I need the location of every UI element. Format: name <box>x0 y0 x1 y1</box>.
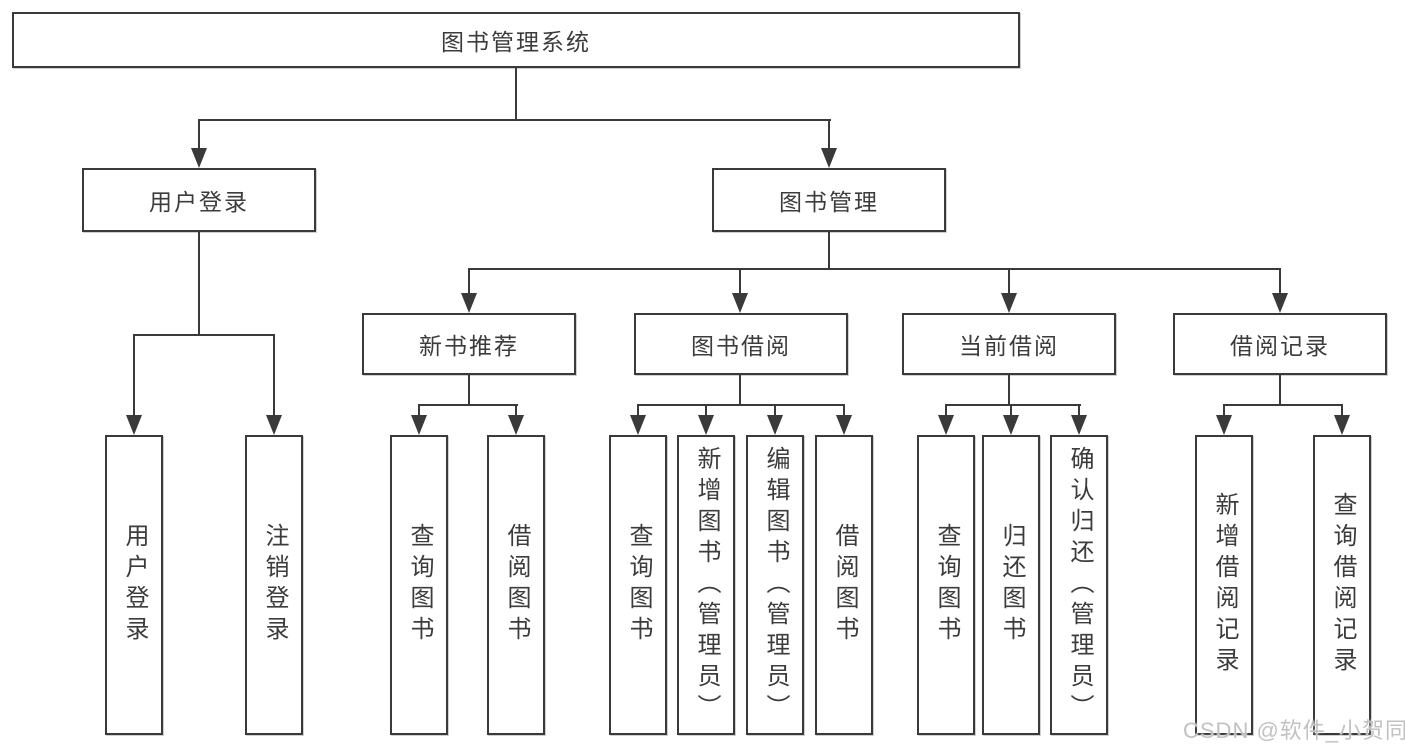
arrowhead-icon <box>732 293 748 313</box>
connector-line <box>198 232 200 336</box>
leaf-logout: 注销登录 <box>245 435 303 735</box>
leaf-borrow-books-borrowing: 借阅图书 <box>815 435 873 735</box>
leaf-borrow-books-recommend: 借阅图书 <box>487 435 545 735</box>
connector-line <box>1008 268 1010 295</box>
arrowhead-icon <box>508 415 524 435</box>
arrowhead-icon <box>698 415 714 435</box>
node-user-login: 用户登录 <box>82 168 316 232</box>
connector-line <box>1341 404 1343 417</box>
connector-line <box>515 68 517 121</box>
connector-line <box>468 268 1281 270</box>
connector-line <box>843 404 845 417</box>
connector-line <box>1279 268 1281 295</box>
connector-line <box>468 375 470 406</box>
connector-line <box>1223 404 1343 406</box>
node-book-management: 图书管理 <box>712 168 946 232</box>
leaf-query-books-recommend: 查询图书 <box>390 435 448 735</box>
arrowhead-icon <box>1071 415 1087 435</box>
node-book-borrowing: 图书借阅 <box>634 313 848 375</box>
leaf-query-books-current: 查询图书 <box>917 435 975 735</box>
connector-line <box>1078 404 1080 417</box>
arrowhead-icon <box>1334 415 1350 435</box>
node-library-management-system: 图书管理系统 <box>12 12 1020 68</box>
arrowhead-icon <box>266 415 282 435</box>
connector-line <box>774 404 776 417</box>
connector-line <box>705 404 707 417</box>
node-new-book-recommendation: 新书推荐 <box>362 313 576 375</box>
connector-line <box>1010 404 1012 417</box>
arrowhead-icon <box>630 415 646 435</box>
connector-line <box>468 268 470 295</box>
connector-line <box>515 404 517 417</box>
csdn-watermark: CSDN @软件_小贺同学 <box>1183 718 1405 743</box>
leaf-confirm-return-admin: 确认归还（管理员） <box>1050 435 1108 735</box>
connector-line <box>739 375 741 406</box>
connector-line <box>418 404 420 417</box>
connector-line <box>637 404 845 406</box>
leaf-query-books-borrowing: 查询图书 <box>609 435 667 735</box>
node-current-borrowing: 当前借阅 <box>902 313 1116 375</box>
connector-line <box>133 334 275 336</box>
connector-line <box>637 404 639 417</box>
connector-line <box>945 404 1081 406</box>
arrowhead-icon <box>461 293 477 313</box>
leaf-return-books: 归还图书 <box>982 435 1040 735</box>
arrowhead-icon <box>411 415 427 435</box>
node-borrowing-records: 借阅记录 <box>1173 313 1387 375</box>
arrowhead-icon <box>191 148 207 168</box>
leaf-user-login: 用户登录 <box>105 435 163 735</box>
connector-line <box>828 232 830 270</box>
arrowhead-icon <box>1003 415 1019 435</box>
arrowhead-icon <box>938 415 954 435</box>
connector-line <box>273 334 275 417</box>
connector-line <box>133 334 135 417</box>
connector-line <box>198 119 831 121</box>
arrowhead-icon <box>1001 293 1017 313</box>
arrowhead-icon <box>836 415 852 435</box>
arrowhead-icon <box>1272 293 1288 313</box>
connector-line <box>1008 375 1010 406</box>
leaf-add-books-admin: 新增图书（管理员） <box>677 435 735 735</box>
arrowhead-icon <box>126 415 142 435</box>
leaf-edit-books-admin: 编辑图书（管理员） <box>746 435 804 735</box>
arrowhead-icon <box>767 415 783 435</box>
connector-line <box>739 268 741 295</box>
leaf-add-borrow-record: 新增借阅记录 <box>1195 435 1253 735</box>
arrowhead-icon <box>1216 415 1232 435</box>
leaf-query-borrow-record: 查询借阅记录 <box>1313 435 1371 735</box>
connector-line <box>1279 375 1281 406</box>
connector-line <box>198 119 200 150</box>
connector-line <box>1223 404 1225 417</box>
connector-line <box>418 404 518 406</box>
arrowhead-icon <box>821 148 837 168</box>
connector-line <box>828 119 830 150</box>
connector-line <box>945 404 947 417</box>
